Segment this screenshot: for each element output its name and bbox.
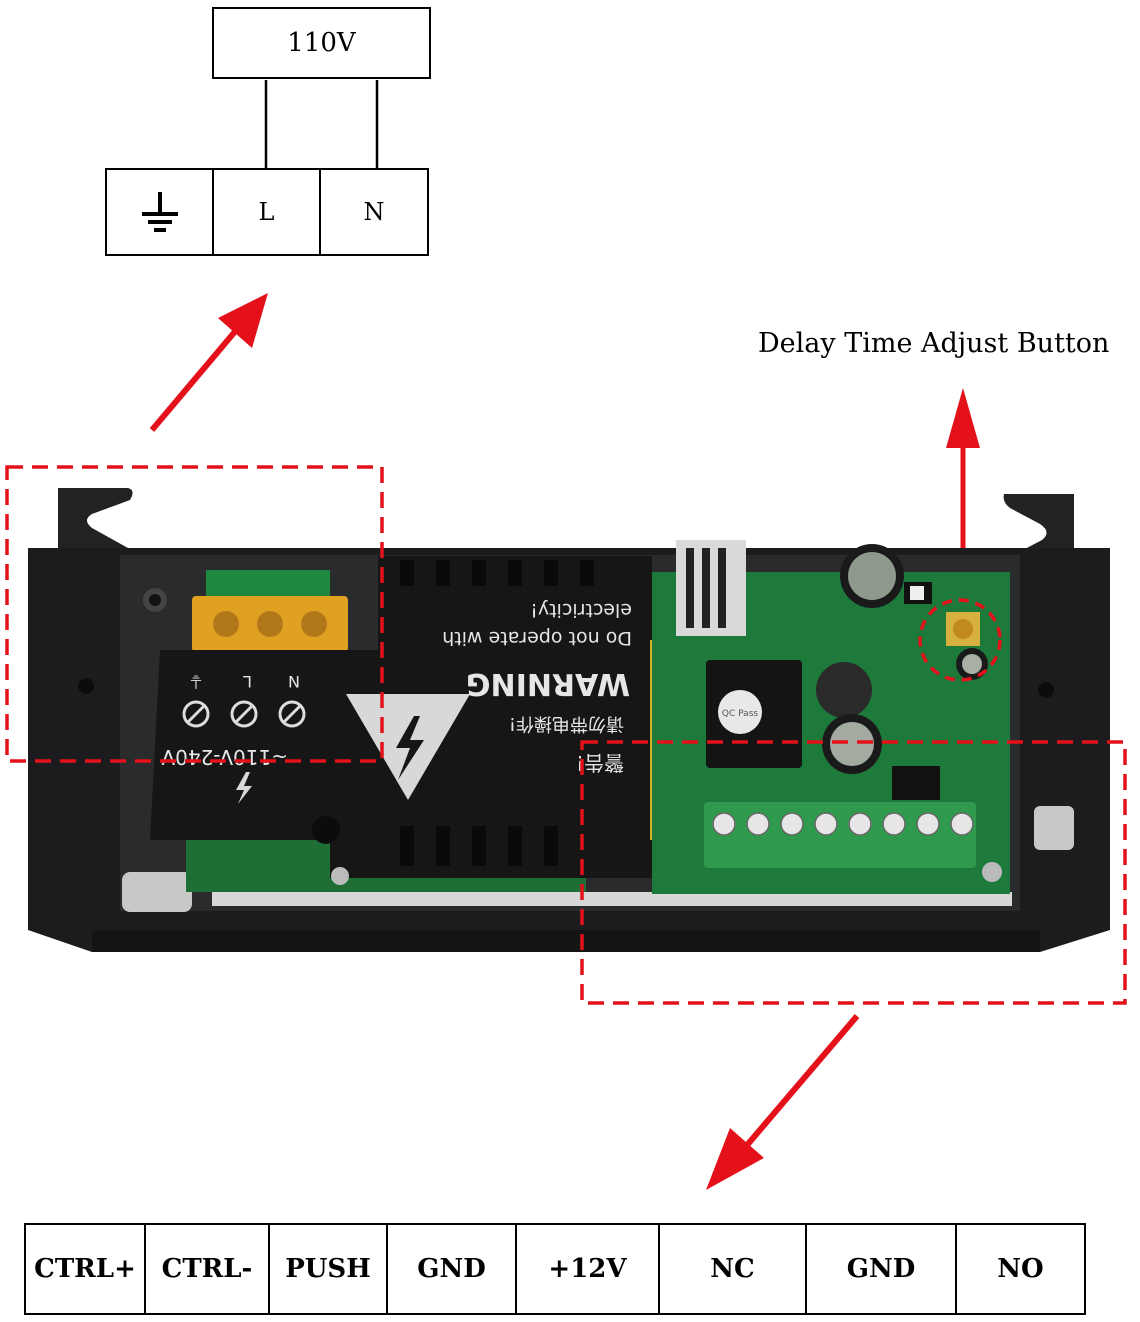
- lightning-icon: [236, 772, 252, 804]
- output-terminal-nc: NC: [658, 1223, 807, 1315]
- input-pcb: [206, 570, 330, 600]
- output-terminal-label: NO: [997, 1254, 1044, 1284]
- mounting-hole: [1038, 682, 1054, 698]
- module-warning-line1: Do not operate with: [442, 627, 632, 649]
- relay-qc-sticker: QC Pass: [722, 709, 758, 719]
- arrow-to-input-terminals: [149, 293, 268, 432]
- ground-icon: [141, 192, 178, 232]
- capacitor: [816, 662, 872, 718]
- output-terminal-plus-12v: +12V: [515, 1223, 660, 1315]
- output-terminal-label: GND: [417, 1254, 486, 1284]
- delay-button-highlight: [918, 598, 1002, 682]
- output-terminal-ctrl-minus: CTRL-: [144, 1223, 270, 1315]
- output-terminal-push: PUSH: [268, 1223, 388, 1315]
- output-terminal-label: CTRL-: [161, 1254, 253, 1284]
- module-terminal-label-l: L: [243, 672, 252, 691]
- optocoupler: [892, 766, 940, 800]
- arrow-to-output-terminals: [706, 1014, 860, 1190]
- door-access-power-supply: WARNING Do not operate with electricity!…: [28, 488, 1110, 952]
- input-terminal-label: N: [363, 198, 385, 226]
- foam-pad: [122, 872, 192, 912]
- output-terminal-label: GND: [846, 1254, 916, 1284]
- module-chinese-alert: 警告!: [576, 751, 624, 775]
- output-terminal-no: NO: [955, 1223, 1086, 1315]
- module-terminal-label-ground: ⏚: [188, 672, 204, 691]
- module-terminal-label-n: N: [288, 672, 300, 691]
- module-voltage-range: ~110V-240V: [161, 745, 288, 769]
- input-terminal-n: N: [319, 168, 429, 256]
- power-source-label: 110V: [287, 28, 356, 58]
- output-terminal-gnd-2: GND: [805, 1223, 957, 1315]
- delay-button-annotation: Delay Time Adjust Button: [758, 328, 1110, 359]
- power-source-box: 110V: [212, 7, 431, 79]
- output-terminal-label: NC: [710, 1254, 755, 1284]
- output-terminal-ctrl-plus: CTRL+: [24, 1223, 146, 1315]
- module-chinese-warning: 请勿带电操作!: [509, 713, 624, 734]
- output-terminal-gnd-1: GND: [386, 1223, 517, 1315]
- output-terminal-label: PUSH: [285, 1254, 371, 1284]
- foam-pad: [1034, 806, 1074, 850]
- module-warning-line2: electricity!: [530, 599, 632, 621]
- module-warning-title: WARNING: [466, 666, 630, 701]
- output-terminal-label: CTRL+: [34, 1254, 136, 1284]
- input-area-highlight: [5, 465, 384, 763]
- mounting-hole: [78, 678, 94, 694]
- input-terminal-label: L: [258, 198, 275, 226]
- output-terminal-block: [704, 802, 976, 868]
- output-terminal-label: +12V: [548, 1254, 627, 1284]
- output-area-highlight: [580, 740, 1127, 1005]
